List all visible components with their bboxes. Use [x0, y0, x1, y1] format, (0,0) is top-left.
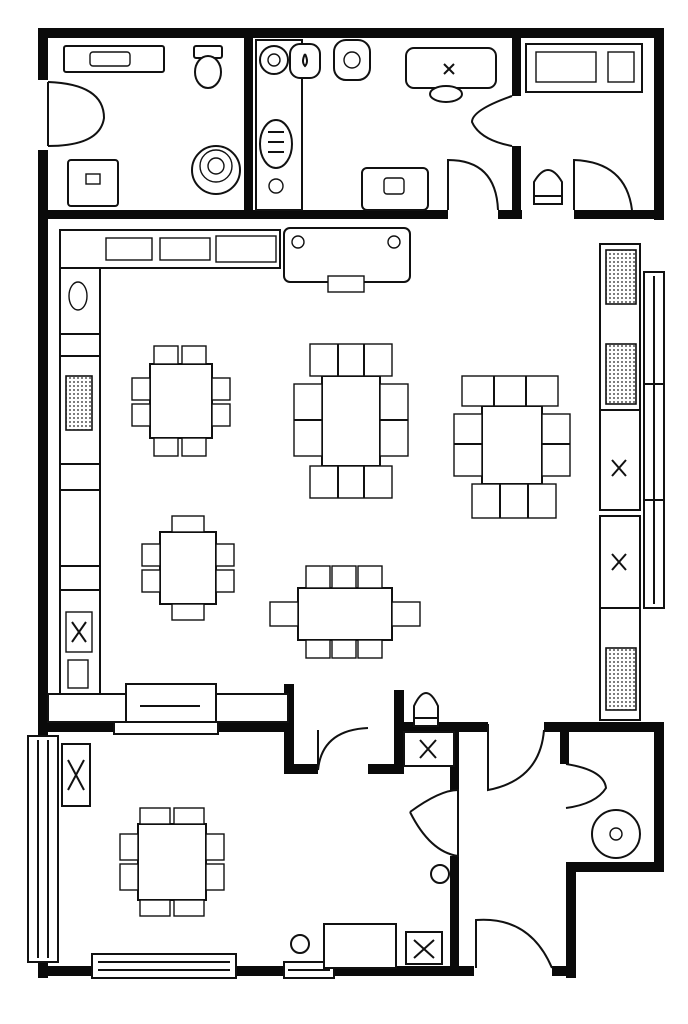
door-hall	[487, 724, 545, 792]
wall-bottom-2	[236, 966, 286, 976]
table-6-seat-b	[269, 565, 421, 659]
microwave	[535, 51, 597, 83]
door-hall-left	[409, 788, 459, 858]
door-office	[470, 95, 513, 147]
water-heater	[289, 43, 321, 79]
dining-hall	[47, 227, 665, 735]
service-bench	[125, 683, 217, 723]
wall-lower-stub-2	[394, 690, 404, 774]
counter-sink	[68, 281, 88, 311]
door-small-room	[565, 763, 608, 809]
booth-seating-2	[599, 409, 641, 511]
storage	[525, 43, 643, 205]
bench	[91, 953, 237, 979]
table-4-seat-a	[131, 345, 231, 457]
wall-lower-3	[544, 722, 664, 732]
door-lower-center	[317, 727, 369, 771]
restroom	[63, 45, 241, 207]
wall-hall-2	[450, 856, 459, 972]
washroom	[255, 39, 429, 211]
floor-drain-2	[430, 864, 450, 884]
water-cooler-2	[413, 692, 439, 727]
entry-hall	[290, 692, 455, 969]
wall-left-top	[38, 28, 48, 80]
wall-partition-2a	[512, 28, 521, 96]
wall-upper-rooms-2	[498, 210, 522, 219]
table-6-seat	[453, 375, 571, 519]
table-8-seat	[293, 343, 409, 499]
mop-sink	[259, 119, 293, 169]
prep-station	[159, 237, 211, 261]
floor-drain	[268, 178, 284, 194]
door-bottom	[475, 918, 553, 969]
wall-right-lower	[654, 730, 664, 870]
door-upper-center	[447, 158, 499, 211]
toilet-bowl	[194, 55, 222, 89]
side-table	[323, 923, 397, 969]
wall-small-room	[560, 730, 569, 764]
bench-base	[113, 721, 219, 735]
stool	[290, 934, 310, 954]
grill	[65, 375, 93, 431]
wall-lower-2	[404, 722, 488, 732]
wall-left-mid	[38, 150, 48, 728]
counter-segment	[215, 235, 277, 263]
station-stool	[327, 275, 365, 293]
shelf-box	[607, 51, 635, 83]
wall-lower-stub-foot	[284, 764, 318, 774]
door-storage	[573, 158, 633, 211]
stove	[105, 237, 153, 261]
table-top	[321, 375, 381, 467]
office	[405, 47, 497, 103]
wall-top	[38, 28, 664, 38]
wall-partition-2b	[512, 146, 521, 218]
small-room	[591, 809, 641, 859]
trash-lid	[85, 173, 101, 185]
wall-upper-rooms-3	[574, 210, 664, 219]
wall-bottom-1	[38, 966, 96, 976]
table-top	[149, 363, 213, 439]
wall-lower-stub-foot-2	[368, 764, 402, 774]
table-top	[297, 587, 393, 641]
wall-lower-stub	[284, 684, 294, 774]
table-top	[481, 405, 543, 485]
wall-right-upper	[654, 28, 664, 220]
table-4-seat-c	[119, 807, 225, 917]
private-dining	[27, 735, 335, 979]
water-cooler	[533, 169, 563, 205]
office-chair	[429, 85, 463, 103]
wall-partition-1	[244, 28, 253, 218]
table-top	[137, 823, 207, 901]
doors	[47, 81, 633, 969]
table-4-seat-b	[141, 515, 235, 621]
table-top	[159, 531, 217, 605]
wall-notch	[566, 862, 664, 872]
wall-right-bottom	[566, 862, 576, 978]
window	[27, 735, 59, 963]
wall-bottom-3	[334, 966, 474, 976]
counter-fixture	[67, 659, 89, 689]
wall-bottom-4	[552, 966, 576, 976]
wall-upper-rooms	[38, 210, 448, 219]
sink-basin	[89, 51, 131, 67]
